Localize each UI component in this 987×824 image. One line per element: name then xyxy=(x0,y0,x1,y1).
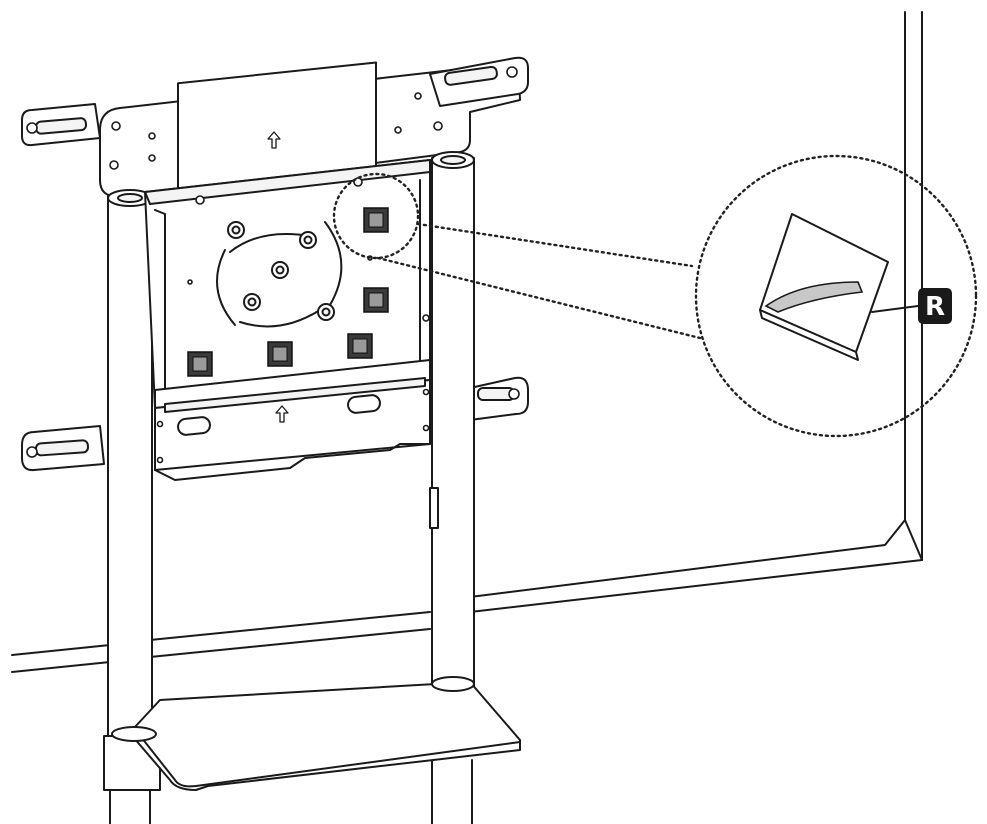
up-arrow-icon xyxy=(267,131,281,149)
adhesive-pad xyxy=(363,287,389,313)
shelf xyxy=(111,676,521,791)
adhesive-pad xyxy=(347,333,373,359)
adhesive-pad xyxy=(187,351,213,377)
part-label-badge: R xyxy=(918,288,952,324)
vesa-plate xyxy=(21,56,529,198)
display-outline xyxy=(11,11,923,673)
adhesive-pad xyxy=(363,207,389,233)
up-arrow-icon xyxy=(275,405,289,423)
magnify-callout xyxy=(332,154,978,438)
adhesive-pads xyxy=(187,207,389,377)
part-label-text: R xyxy=(925,292,945,322)
adhesive-pad-enlarged xyxy=(759,213,919,361)
adhesive-pad xyxy=(267,341,293,367)
cable-tray xyxy=(154,377,431,481)
left-pole xyxy=(103,189,161,824)
vesa-lower-arms xyxy=(21,376,529,472)
